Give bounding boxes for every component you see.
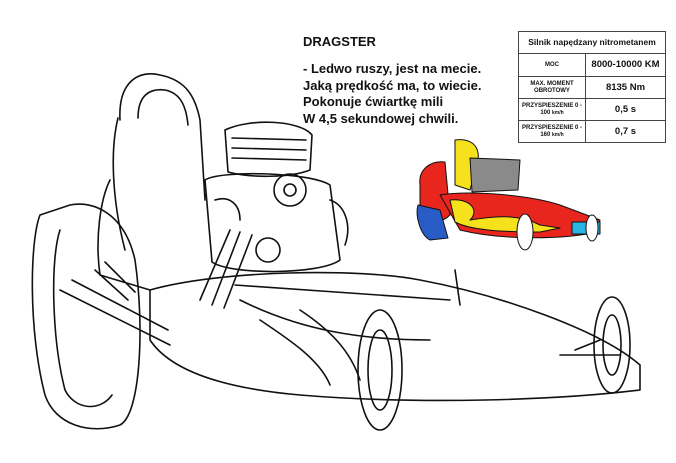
spec-label-accel-100: PRZYSPIESZENIE 0 - 100 km/h	[518, 98, 586, 121]
spec-value-power: 8000-10000 KM	[585, 53, 666, 77]
poem-line: Pokonuje ćwiartkę mili	[303, 94, 444, 109]
spec-label-accel-160: PRZYSPIESZENIE 0 - 160 km/h	[518, 120, 586, 143]
body-left-panel	[97, 179, 151, 291]
poem-line: W 4,5 sekundowej chwili.	[303, 110, 459, 126]
spec-label-torque: MAX. MOMENT OBROTOWY	[518, 76, 586, 99]
spec-label-text: PRZYSPIESZENIE 0 - 160	[521, 124, 582, 138]
spec-value-accel-160: 0,7 s	[585, 120, 666, 143]
front-wheel-left	[357, 309, 403, 431]
spec-header: Silnik napędzany nitrometanem	[518, 31, 666, 54]
poem-line: - Ledwo ruszy, jest na mecie.	[303, 61, 482, 76]
engine-pulley	[273, 173, 307, 207]
rear-strut	[59, 279, 171, 346]
poem-line: Jaką prędkość ma, to wiecie.	[303, 77, 482, 93]
rear-wheel-inner	[52, 229, 113, 408]
spec-label-power: MOC	[518, 53, 586, 77]
page-title: DRAGSTER	[303, 34, 376, 49]
spec-label-unit: km/h	[552, 131, 564, 138]
chassis-nose	[149, 271, 641, 402]
spec-label-unit: km/h	[552, 109, 564, 116]
roll-cage	[119, 73, 206, 201]
engine-blower	[224, 121, 313, 178]
front-wheel-right	[593, 296, 631, 394]
colored-reference-car	[416, 139, 601, 251]
engine-block	[204, 172, 341, 273]
poem: - Ledwo ruszy, jest na mecie. Jaką prędk…	[303, 61, 481, 127]
spec-table: Silnik napędzany nitrometanem MOC 8000-1…	[518, 31, 666, 143]
rear-wheel-outline	[31, 203, 141, 430]
spec-label-text: PRZYSPIESZENIE 0 - 100	[521, 102, 582, 116]
spec-value-torque: 8135 Nm	[585, 76, 666, 99]
spec-label-text: MAX. MOMENT OBROTOWY	[530, 80, 574, 94]
spec-label-text: MOC	[545, 61, 559, 68]
spec-value-accel-100: 0,5 s	[585, 98, 666, 121]
